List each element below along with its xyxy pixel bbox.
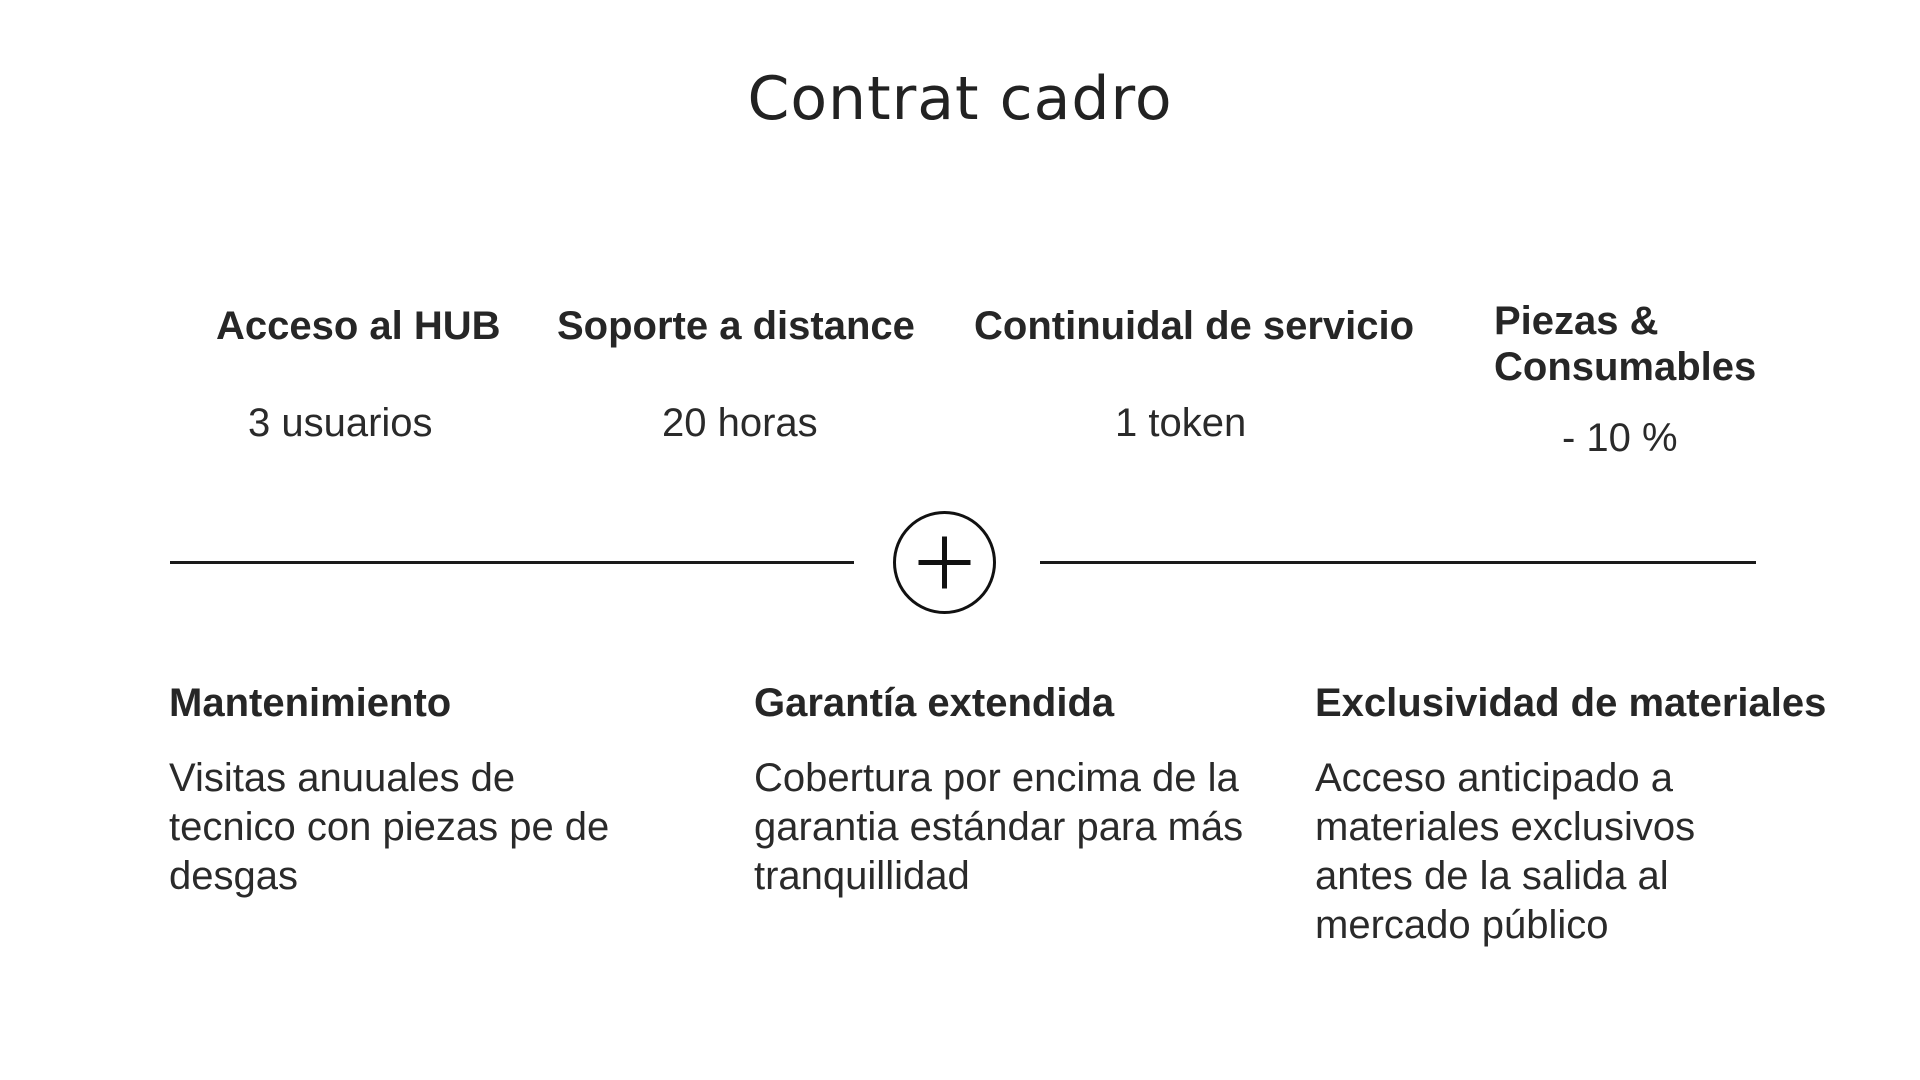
stat-label: Soporte a distance bbox=[557, 304, 915, 348]
plus-icon bbox=[893, 511, 996, 614]
stat-label: Acceso al HUB bbox=[216, 304, 501, 348]
stat-value: 3 usuarios bbox=[248, 401, 433, 445]
stat-parts-consumables: Piezas & Consumables - 10 % bbox=[1494, 298, 1784, 460]
feature-description: Cobertura por encima de la garantia está… bbox=[754, 756, 1244, 898]
stat-label: Continuidal de servicio bbox=[974, 304, 1415, 348]
stat-value: 20 horas bbox=[662, 401, 818, 445]
feature-maintenance: Mantenimiento Visitas anuuales de tecnic… bbox=[169, 681, 629, 901]
stat-value: 1 token bbox=[1115, 401, 1247, 445]
page-title: Contrat cadro bbox=[747, 64, 1173, 134]
feature-description: Visitas anuuales de tecnico con piezas p… bbox=[169, 756, 610, 898]
feature-material-exclusivity: Exclusividad de materiales Acceso antici… bbox=[1315, 681, 1827, 950]
divider-right bbox=[1040, 561, 1756, 564]
feature-title: Garantía extendida bbox=[754, 681, 1115, 725]
divider-left bbox=[170, 561, 854, 564]
feature-title: Exclusividad de materiales bbox=[1315, 681, 1827, 725]
stat-hub-access: Acceso al HUB 3 usuarios bbox=[216, 303, 501, 445]
feature-extended-warranty: Garantía extendida Cobertura por encima … bbox=[754, 681, 1244, 901]
feature-description: Acceso anticipado a materiales exclusivo… bbox=[1315, 756, 1696, 947]
stat-remote-support: Soporte a distance 20 horas bbox=[557, 303, 915, 445]
feature-title: Mantenimiento bbox=[169, 681, 452, 725]
stat-service-continuity: Continuidal de servicio 1 token bbox=[974, 303, 1415, 445]
stat-label: Piezas & Consumables bbox=[1494, 299, 1757, 389]
stat-value: - 10 % bbox=[1562, 416, 1678, 460]
